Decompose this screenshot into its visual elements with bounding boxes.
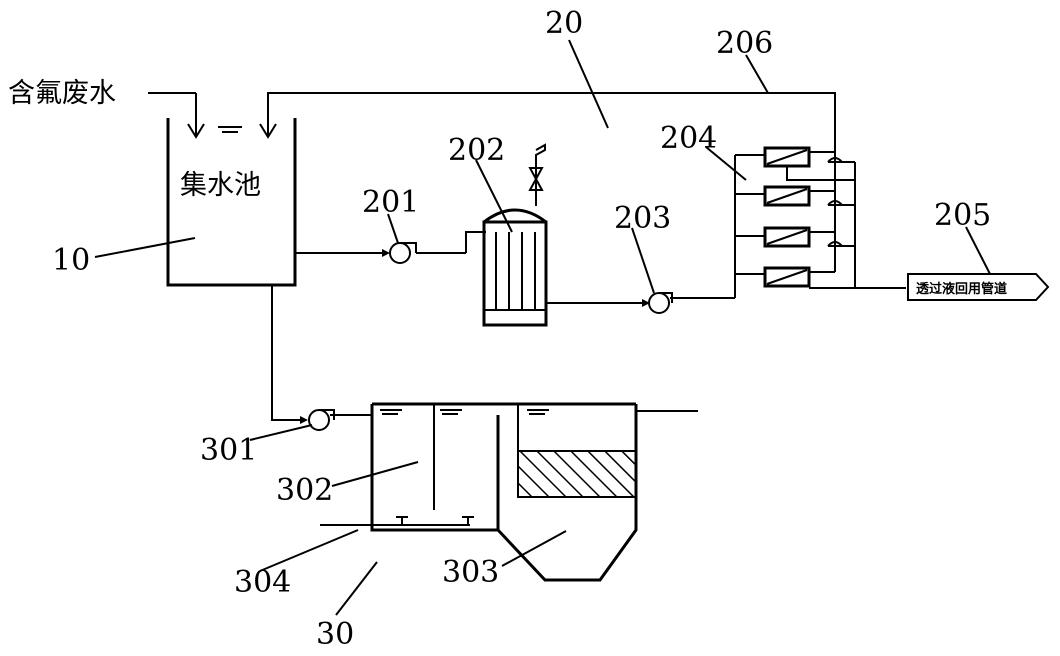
label-301: 301 <box>200 433 257 468</box>
label-304: 304 <box>234 565 291 600</box>
label-203: 203 <box>614 201 671 236</box>
label-205: 205 <box>934 198 991 233</box>
sludge-line <box>271 285 372 424</box>
label-302: 302 <box>276 473 333 508</box>
label-303: 303 <box>442 555 499 590</box>
outlet-label: 透过液回用管道 <box>916 281 1007 297</box>
filter-202 <box>482 143 548 327</box>
inflow-line <box>148 92 205 139</box>
pump-301 <box>308 409 335 431</box>
tank-label: 集水池 <box>180 170 261 201</box>
label-206: 206 <box>716 26 773 61</box>
feed-line <box>295 231 486 257</box>
label-201: 201 <box>362 185 419 220</box>
label-30: 30 <box>316 617 354 652</box>
label-20: 20 <box>545 6 583 41</box>
treatment-unit-30 <box>320 402 698 582</box>
label-204: 204 <box>660 121 717 156</box>
pump-201 <box>389 242 417 264</box>
label-10: 10 <box>52 243 90 278</box>
pump-203 <box>648 292 673 314</box>
return-line-206 <box>259 92 836 150</box>
label-202: 202 <box>448 133 505 168</box>
collection-tank <box>166 118 297 287</box>
inflow-label: 含氟废水 <box>8 78 116 109</box>
leader-lines <box>94 39 991 616</box>
membrane-bank-204 <box>735 146 906 289</box>
outlet-pipe-205 <box>907 273 1050 301</box>
